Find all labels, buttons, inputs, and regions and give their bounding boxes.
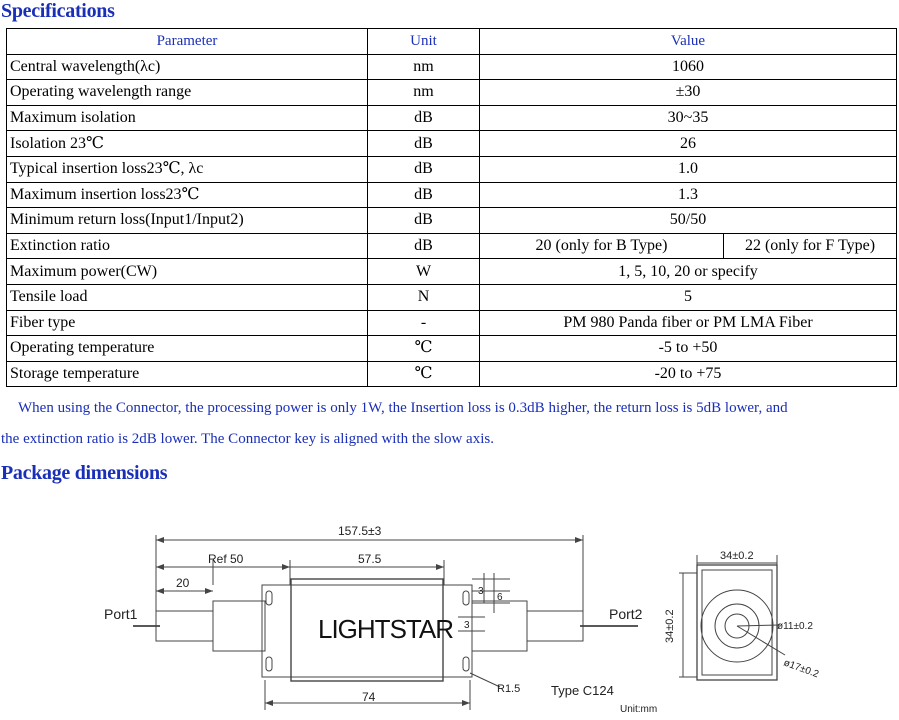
row-value: -5 to +50	[479, 335, 897, 362]
unit-label: Unit:mm	[620, 704, 657, 715]
dim-3-mid-label: 3	[464, 620, 470, 631]
connector-note-line-2: the extinction ratio is 2dB lower. The C…	[1, 431, 494, 447]
dim-6-label: 6	[497, 592, 503, 603]
row-unit: dB	[367, 130, 480, 157]
base-length-label: 74	[362, 690, 376, 704]
row-value: -20 to +75	[479, 360, 897, 388]
row-value: 50/50	[479, 207, 897, 234]
row-unit: dB	[367, 232, 480, 260]
column-header-parameter: Parameter	[6, 28, 368, 55]
row-unit: dB	[367, 104, 480, 132]
lightstar-brand-label: LIGHTSTAR	[318, 614, 453, 644]
row-parameter: Typical insertion loss23℃, λc	[6, 155, 368, 183]
row-unit: ℃	[367, 335, 480, 362]
row-parameter: Tensile load	[6, 283, 368, 311]
row-value: 1.3	[479, 181, 897, 209]
row-parameter: Central wavelength(λc)	[6, 53, 368, 81]
table-row: Storage temperature ℃ -20 to +75	[6, 360, 897, 388]
row-unit: dB	[367, 181, 480, 209]
connector-note-line-1: When using the Connector, the processing…	[18, 400, 788, 416]
specifications-table: Parameter Unit Value Central wavelength(…	[6, 28, 897, 388]
table-row: Isolation 23℃ dB 26	[6, 130, 897, 157]
table-row: Minimum return loss(Input1/Input2) dB 50…	[6, 207, 897, 234]
row-value: 26	[479, 130, 897, 157]
row-unit: -	[367, 309, 480, 337]
table-row: Operating wavelength range nm ±30	[6, 79, 897, 106]
row-value: 5	[479, 283, 897, 311]
row-unit: dB	[367, 207, 480, 234]
row-parameter: Operating wavelength range	[6, 79, 368, 106]
row-value-b-type: 20 (only for B Type)	[479, 232, 724, 260]
row-value-f-type: 22 (only for F Type)	[723, 232, 897, 260]
table-row: Extinction ratio dB 20 (only for B Type)…	[6, 232, 897, 260]
specifications-heading: Specifications	[1, 0, 115, 22]
row-parameter: Operating temperature	[6, 335, 368, 362]
radius-label: R1.5	[497, 683, 520, 695]
table-row: Tensile load N 5	[6, 283, 897, 311]
inner-diameter-label: ø11±0.2	[777, 621, 813, 632]
type-label: Type C124	[551, 683, 614, 698]
row-value: 30~35	[479, 104, 897, 132]
table-row: Maximum isolation dB 30~35	[6, 104, 897, 132]
row-parameter: Maximum power(CW)	[6, 258, 368, 285]
table-row: Operating temperature ℃ -5 to +50	[6, 335, 897, 362]
row-parameter: Fiber type	[6, 309, 368, 337]
row-parameter: Minimum return loss(Input1/Input2)	[6, 207, 368, 234]
row-parameter: Isolation 23℃	[6, 130, 368, 157]
row-unit: ℃	[367, 360, 480, 388]
row-parameter: Maximum isolation	[6, 104, 368, 132]
table-row: Central wavelength(λc) nm 1060	[6, 53, 897, 81]
side-width-label: 34±0.2	[720, 550, 754, 562]
table-row: Fiber type - PM 980 Panda fiber or PM LM…	[6, 309, 897, 337]
table-header-row: Parameter Unit Value	[6, 28, 897, 55]
ref-length-label: Ref 50	[208, 552, 244, 566]
row-parameter: Storage temperature	[6, 360, 368, 388]
row-value: 1.0	[479, 155, 897, 183]
side-height-label: 34±0.2	[664, 609, 676, 643]
row-parameter: Maximum insertion loss23℃	[6, 181, 368, 209]
row-unit: W	[367, 258, 480, 285]
row-unit: dB	[367, 155, 480, 183]
table-row: Maximum insertion loss23℃ dB 1.3	[6, 181, 897, 209]
overall-length-label: 157.5±3	[338, 524, 382, 538]
row-value: 1, 5, 10, 20 or specify	[479, 258, 897, 285]
row-unit: N	[367, 283, 480, 311]
package-dimensions-drawing: 157.5±3 Ref 50 57.5 20 3 6 3 74 R1.5 Typ…	[104, 524, 821, 715]
row-value: PM 980 Panda fiber or PM LMA Fiber	[479, 309, 897, 337]
outer-diameter-label: ø17±0.2	[782, 657, 821, 680]
body-length-label: 57.5	[358, 552, 382, 566]
column-header-value: Value	[479, 28, 897, 55]
row-value: 1060	[479, 53, 897, 81]
table-row: Typical insertion loss23℃, λc dB 1.0	[6, 155, 897, 183]
port2-label: Port2	[609, 606, 643, 622]
row-value: ±30	[479, 79, 897, 106]
table-row: Maximum power(CW) W 1, 5, 10, 20 or spec…	[6, 258, 897, 285]
dim-3-top-label: 3	[478, 586, 484, 597]
row-unit: nm	[367, 53, 480, 81]
row-parameter: Extinction ratio	[6, 232, 368, 260]
left-fiber-length-label: 20	[176, 576, 190, 590]
row-unit: nm	[367, 79, 480, 106]
column-header-unit: Unit	[367, 28, 480, 55]
package-dimensions-heading: Package dimensions	[1, 462, 168, 484]
port1-label: Port1	[104, 606, 138, 622]
